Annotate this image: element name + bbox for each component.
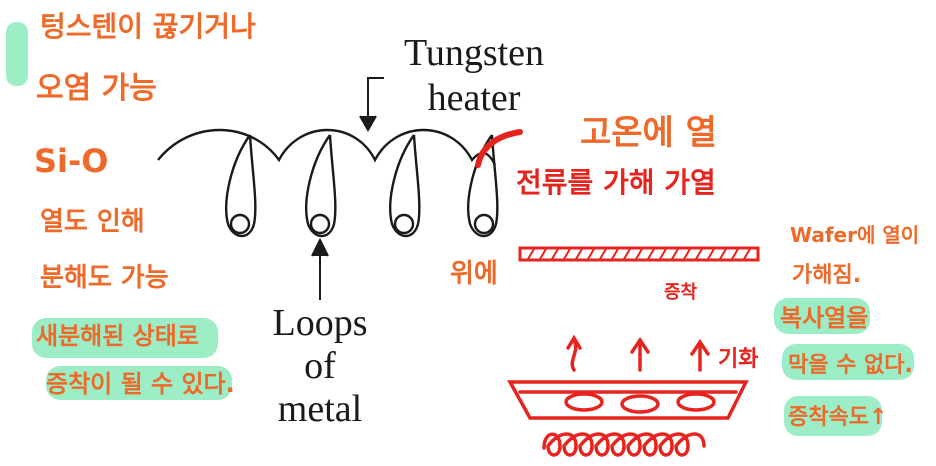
loop-eye-4 xyxy=(473,213,495,235)
heated-coil-section xyxy=(475,129,523,168)
evap-arrowhead-2 xyxy=(630,336,650,354)
highlight-bar-top-left xyxy=(6,22,28,86)
note-left-1: 열도 인해 xyxy=(40,207,145,237)
note-far-right-1: Wafer에 열이 xyxy=(790,223,919,247)
note-deposition: 증착 xyxy=(664,282,698,303)
coil-upper-arcs xyxy=(157,128,497,166)
note-left-3: 새분해된 상태로 xyxy=(36,322,199,350)
material-blob-2 xyxy=(620,394,660,414)
loop-eye-3 xyxy=(393,213,415,235)
note-far-right-3: 복사열을 xyxy=(780,304,868,332)
coil-loop-3 xyxy=(389,134,421,238)
note-left-2: 분해도 가능 xyxy=(40,263,169,293)
coil-loop-4 xyxy=(467,134,499,238)
wafer xyxy=(518,246,760,262)
heater-arrow xyxy=(367,77,384,126)
note-right-top-1: 고온에 열 xyxy=(580,113,717,153)
highlight-far-right3 xyxy=(774,298,870,334)
evap-arrow-1 xyxy=(570,338,578,372)
note-sio: Si-O xyxy=(34,142,109,180)
note-far-right-5: 증착속도↑ xyxy=(788,405,887,430)
note-far-right-2: 가해짐. xyxy=(792,263,861,288)
loops-label-line3: metal xyxy=(278,388,362,430)
evap-arrowhead-1 xyxy=(566,334,582,350)
evap-arrowhead-3 xyxy=(690,338,710,356)
note-wafer-label: 위에 xyxy=(450,259,498,289)
material-blob-1 xyxy=(564,392,604,412)
wafer-outline xyxy=(518,246,760,262)
loop-eye-1 xyxy=(229,213,251,235)
evaporation-boat xyxy=(507,334,749,457)
note-right-top-2: 전류를 가해 가열 xyxy=(516,166,716,199)
tungsten-heater-coil xyxy=(157,128,499,238)
material-blob-3 xyxy=(676,392,716,412)
heater-label-line1: Tungsten xyxy=(404,32,544,74)
label-arrows xyxy=(311,77,384,300)
highlight-far-right5 xyxy=(784,396,882,436)
highlight-left-line3 xyxy=(32,318,218,358)
note-far-right-4: 막을 수 없다. xyxy=(788,353,913,378)
loops-label-line1: Loops xyxy=(273,302,368,344)
note-evaporation: 기화 xyxy=(718,347,758,372)
coil-loop-1 xyxy=(225,134,257,238)
loops-arrowhead xyxy=(311,237,329,257)
boat-body xyxy=(507,380,749,420)
heater-arrowhead xyxy=(359,115,377,133)
highlight-left-line4 xyxy=(46,366,232,400)
highlight-far-right4 xyxy=(782,344,914,380)
heater-coil-under-boat xyxy=(542,432,706,457)
loops-label-line2: of xyxy=(304,345,336,387)
note-top-left-2: 오염 가능 xyxy=(36,71,157,106)
loop-eye-2 xyxy=(309,213,331,235)
coil-loop-2 xyxy=(305,134,337,238)
note-top-left-1: 텅스텐이 끊기거나 xyxy=(40,10,256,43)
wafer-hatching xyxy=(527,248,751,260)
heater-label-line2: heater xyxy=(428,77,521,119)
highlights xyxy=(6,22,914,436)
note-left-4: 증착이 될 수 있다. xyxy=(46,370,235,398)
